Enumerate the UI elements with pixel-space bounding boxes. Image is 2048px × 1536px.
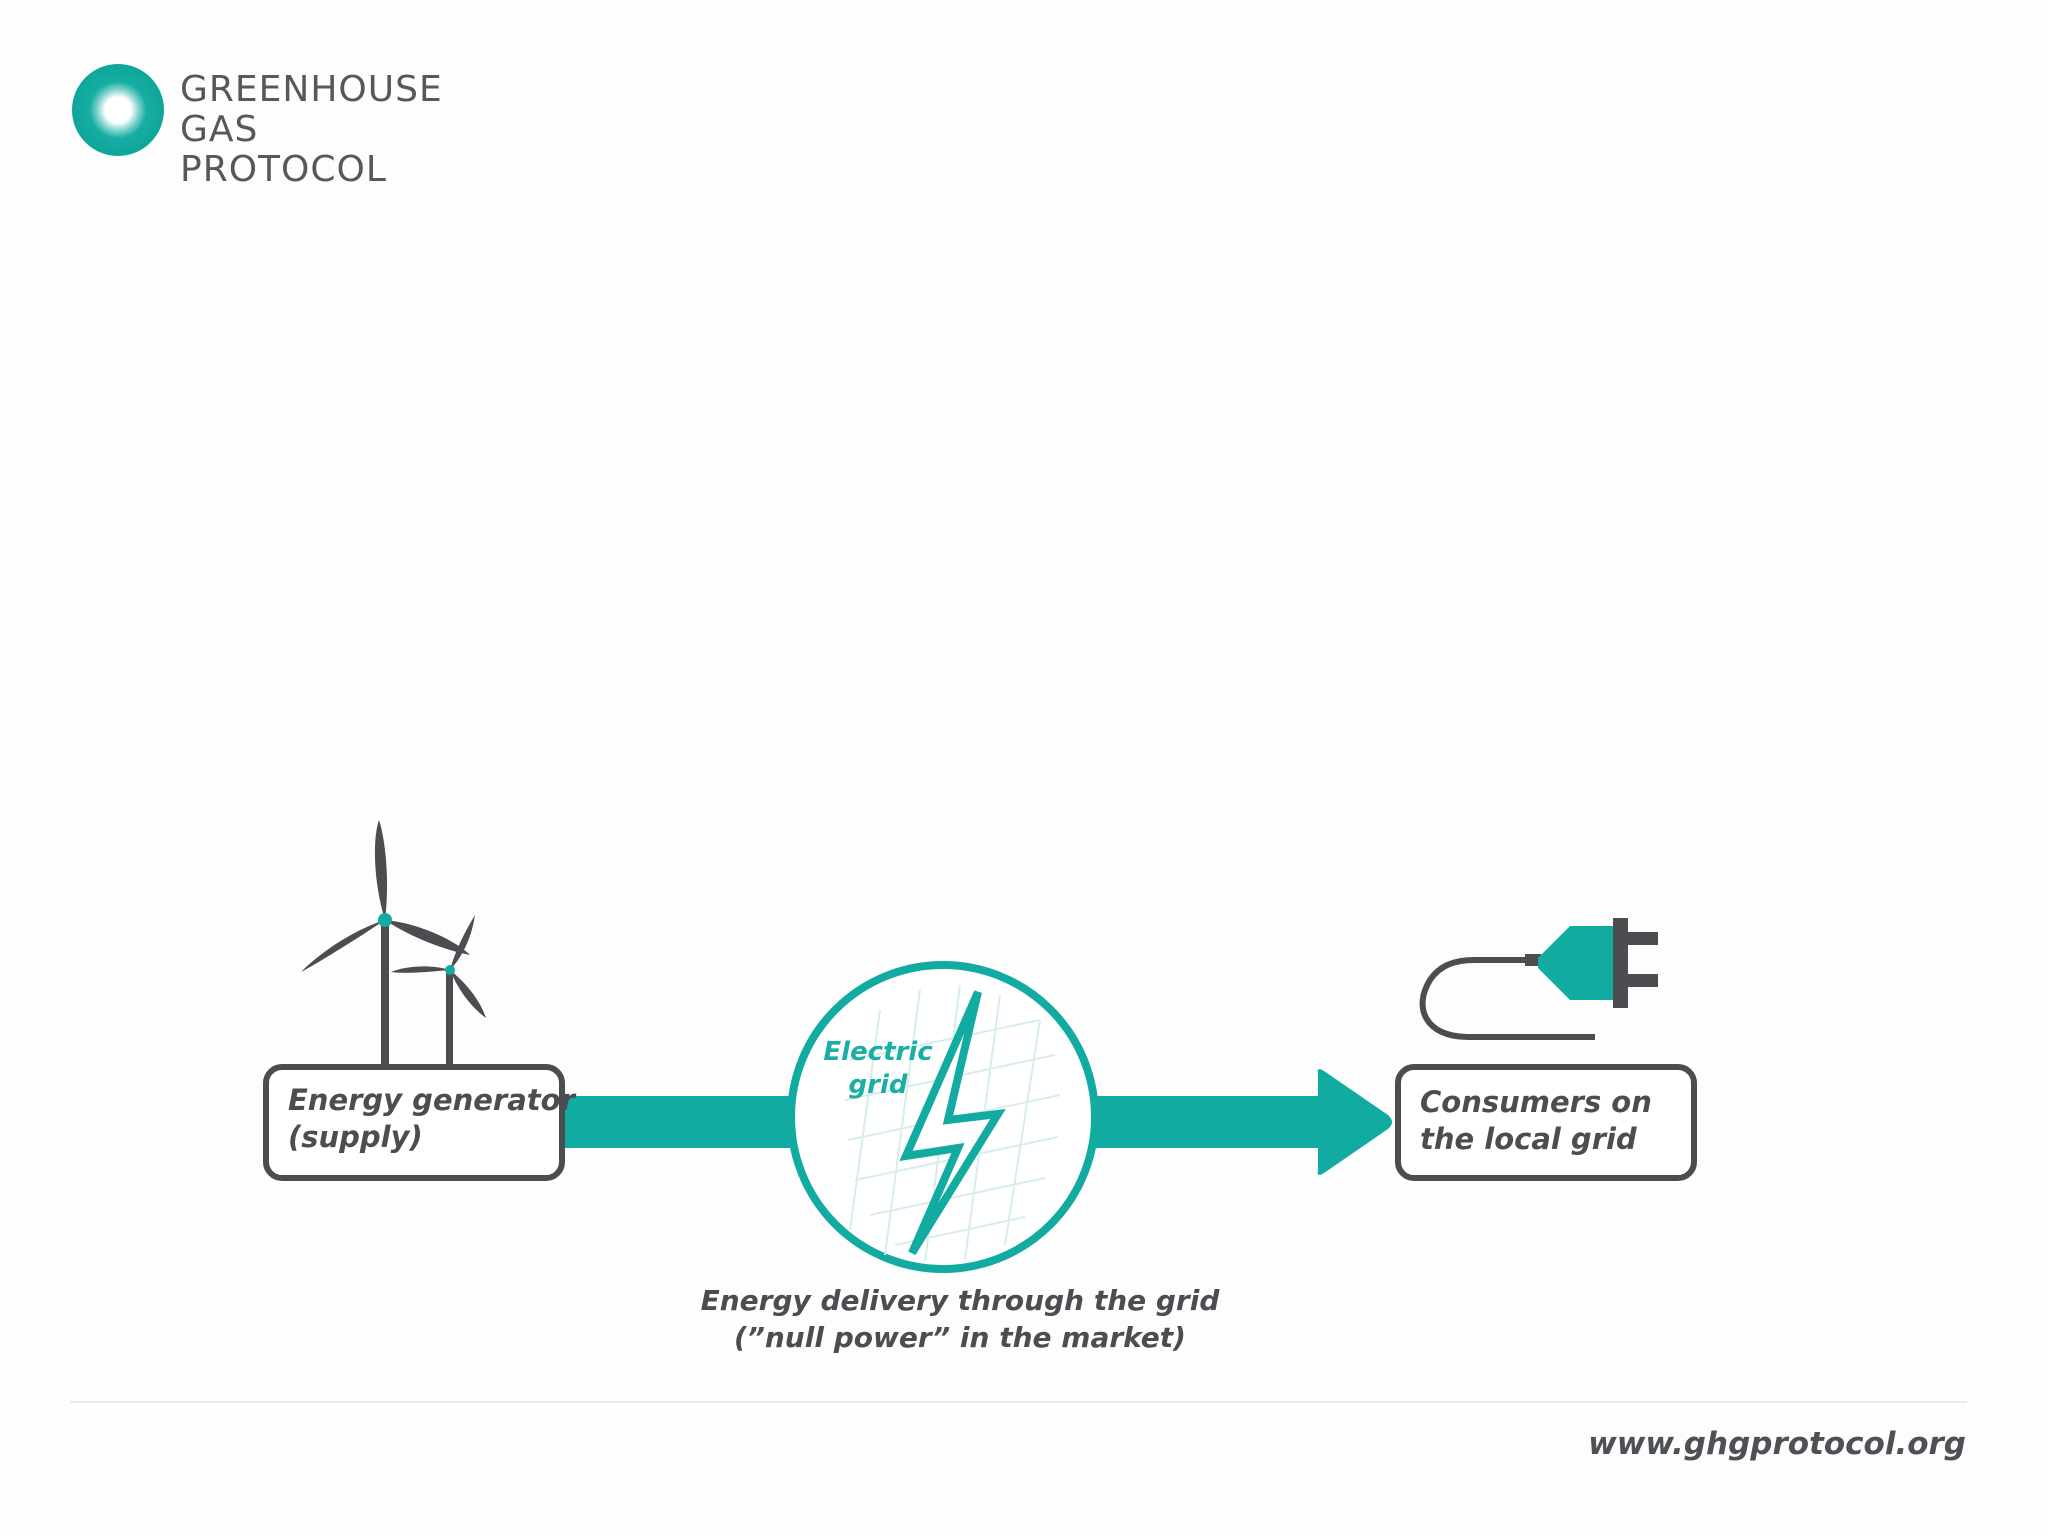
footer-website-link[interactable]: www.ghgprotocol.org [1588,1426,1966,1462]
electric-plug-icon [1419,918,1658,1040]
generator-label-line-1: Energy generator [288,1083,575,1117]
logo-wordmark: GREENHOUSE GAS PROTOCOL [180,70,470,190]
caption-line-2: (”null power” in the market) [734,1321,1186,1354]
electric-grid-label: Electric grid [818,1036,938,1102]
ghg-protocol-ring-logo-icon [72,64,164,156]
logo-line-2: GAS PROTOCOL [180,109,387,190]
consumers-label-line-1: Consumers on [1420,1085,1652,1119]
grid-delivery-caption: Energy delivery through the grid (”null … [640,1282,1280,1356]
footer-divider [70,1401,1967,1403]
caption-line-1: Energy delivery through the grid [700,1284,1220,1317]
consumers-label-line-2: the local grid [1420,1122,1637,1156]
wind-turbines-icon [301,820,486,1067]
consumers-label: Consumers on the local grid [1420,1084,1652,1158]
generator-label: Energy generator (supply) [288,1082,575,1156]
flow-bar-left [562,1096,794,1148]
logo-line-1: GREENHOUSE [180,69,443,110]
generator-label-line-2: (supply) [288,1120,423,1154]
consumers-box [1395,1064,1697,1181]
grid-label-line-1: Electric [823,1037,933,1067]
lightning-bolt-icon [899,990,1006,1256]
flow-arrow-right [1092,1069,1392,1175]
ghg-protocol-logo[interactable]: GREENHOUSE GAS PROTOCOL [70,62,470,190]
generator-box [263,1064,565,1181]
grid-label-line-2: grid [848,1070,908,1100]
electric-grid-node [787,961,1099,1273]
